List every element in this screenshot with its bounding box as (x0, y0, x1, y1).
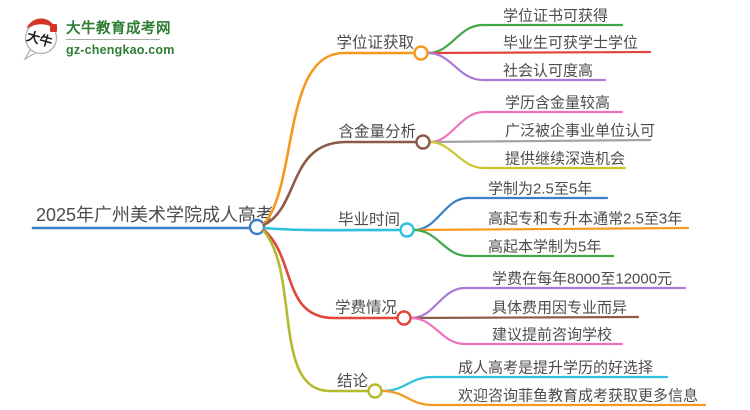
branch-line-degree (262, 51, 416, 226)
site-logo: 大牛 大牛教育成考网 gz-chengkao.com (23, 18, 175, 61)
branch-degree-label[interactable]: 学位证获取 (336, 34, 414, 52)
branch-tuition: 学费情况 学费在每年8000至12000元 具体费用因专业而异 建议提前咨询学校 (335, 271, 687, 346)
branch-value: 含金量分析 学历含金量较高 广泛被企事业单位认可 提供继续深造机会 (338, 94, 655, 170)
subtopic-conclusion-2[interactable]: 欢迎咨询菲鱼教育成考获取更多信息 (458, 387, 698, 405)
branch-line-conclusion (262, 229, 370, 393)
subtopic-degree-2[interactable]: 毕业生可获学士学位 (503, 35, 638, 52)
subline-value-3 (428, 140, 627, 170)
subline-graduation-2 (412, 226, 690, 232)
subline-tuition-2 (409, 315, 640, 320)
branch-tuition-node-circle[interactable] (396, 310, 412, 326)
branch-degree: 学位证获取 学位证书可获得 毕业生可获学士学位 社会认可度高 (336, 8, 652, 82)
logo-site-url: gz-chengkao.com (66, 43, 175, 57)
subtopic-tuition-3[interactable]: 建议提前咨询学校 (492, 327, 612, 344)
logo-red-cap-icon (26, 18, 56, 29)
subtopic-degree-1[interactable]: 学位证书可获得 (503, 8, 608, 25)
branch-line-graduation (262, 226, 402, 232)
branch-graduation-label[interactable]: 毕业时间 (338, 211, 400, 229)
branch-line-tuition (262, 228, 399, 320)
subtopic-value-2[interactable]: 广泛被企事业单位认可 (505, 122, 655, 140)
logo-seal-icon (50, 24, 57, 32)
logo-bubble-text: 大牛 (25, 28, 54, 50)
subtopic-tuition-1[interactable]: 学费在每年8000至12000元 (492, 271, 672, 288)
root-topic-label[interactable]: 2025年广州美术学院成人高考 (36, 205, 274, 225)
subtopic-tuition-2[interactable]: 具体费用因专业而异 (492, 300, 627, 317)
branch-value-label[interactable]: 含金量分析 (338, 123, 416, 141)
branch-conclusion: 结论 成人高考是提升学历的好选择 欢迎咨询菲鱼教育成考获取更多信息 (337, 360, 707, 407)
branch-degree-node-circle[interactable] (413, 45, 429, 61)
branch-value-node-circle[interactable] (415, 134, 431, 150)
branch-conclusion-label[interactable]: 结论 (337, 372, 369, 390)
subtopic-conclusion-1[interactable]: 成人高考是提升学历的好选择 (458, 360, 653, 377)
subtopic-graduation-2[interactable]: 高起专和专升本通常2.5至3年 (488, 211, 682, 228)
subtopic-value-1[interactable]: 学历含金量较高 (505, 94, 610, 112)
subtopic-value-3[interactable]: 提供继续深造机会 (505, 151, 625, 168)
branch-line-value (262, 140, 418, 227)
logo-site-name: 大牛教育成考网 (66, 19, 171, 37)
subtopic-graduation-3[interactable]: 高起本学制为5年 (488, 239, 601, 256)
subline-degree-2 (426, 50, 652, 55)
subtopic-graduation-1[interactable]: 学制为2.5至5年 (488, 181, 592, 198)
branch-conclusion-node-circle[interactable] (367, 383, 383, 399)
root-node-circle[interactable] (248, 218, 266, 236)
branch-graduation-node-circle[interactable] (399, 222, 415, 238)
subline-value-2 (428, 138, 652, 144)
subline-conclusion-2 (380, 389, 707, 407)
subtopic-degree-3[interactable]: 社会认可度高 (503, 63, 593, 80)
subline-degree-3 (426, 51, 607, 82)
subline-graduation-3 (412, 228, 615, 258)
subline-tuition-3 (409, 316, 624, 346)
root-topic: 2025年广州美术学院成人高考 (31, 205, 274, 236)
branch-graduation: 毕业时间 学制为2.5至5年 高起专和专升本通常2.5至3年 高起本学制为5年 (338, 181, 690, 258)
branch-tuition-label[interactable]: 学费情况 (335, 299, 397, 317)
